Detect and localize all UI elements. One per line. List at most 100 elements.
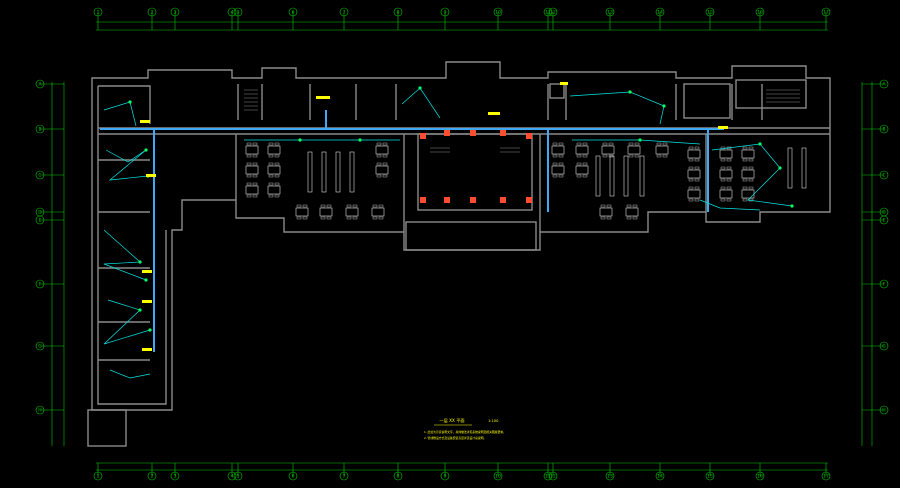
chair [742,146,748,150]
column-axis-bubble [821,7,831,17]
row-axis-label: D [882,210,886,216]
column-axis-bubble [548,7,558,17]
column-axis-label: 17 [823,474,829,480]
column-axis-bubble [440,471,450,481]
column-axis-bubble [440,7,450,17]
row-axis-label: F [39,282,42,288]
chair [662,154,668,158]
chair [608,142,614,146]
chair [748,146,754,150]
column-axis-bubble [227,471,237,481]
row-axis-bubble [879,405,889,415]
column-axis-bubble [821,471,831,481]
column-axis-label: 11 [545,474,551,480]
chair [742,158,748,162]
serving-counter [595,155,601,197]
row-axis-bubble [35,279,45,289]
chair [748,178,754,182]
chair [246,182,252,186]
chair [552,142,558,146]
column-axis-bubble [339,471,349,481]
column-axis-label: 9 [444,10,447,16]
chair [576,162,582,166]
row-axis-bubble [35,341,45,351]
chair [606,204,612,208]
column-axis-label: 12 [550,474,556,480]
column-axis-label: 16 [757,10,763,16]
column-axis-label: 3 [174,474,177,480]
chair [252,142,258,146]
chair [302,204,308,208]
column-axis-bubble [93,7,103,17]
chair [600,216,606,220]
chair [378,204,384,208]
column-axis-bubble [493,7,503,17]
chair [602,142,608,146]
serving-counter [639,155,645,197]
row-axis-bubble [879,215,889,225]
dining-table [719,189,733,199]
chair [694,198,700,202]
chair [246,162,252,166]
column-axis-label: 17 [823,10,829,16]
dining-table [345,207,359,217]
column-axis-label: 5 [237,10,240,16]
chair [742,178,748,182]
serving-counter [307,151,313,193]
chair [694,166,700,170]
serving-counter [321,151,327,193]
chair [576,174,582,178]
chair [726,178,732,182]
column-axis-bubble [288,7,298,17]
row-axis-label: B [882,127,885,133]
column-axis-label: 16 [757,474,763,480]
chair [382,174,388,178]
chair [252,154,258,158]
column-axis-bubble [755,7,765,17]
chair [252,182,258,186]
column-axis-label: 6 [292,474,295,480]
row-axis-label: C [38,173,41,179]
drawing-title: 一层 XX 平面 [439,418,464,424]
column-axis-label: 4 [231,10,234,16]
serving-counter [349,151,355,193]
drawing-note-2: 2. 管线敷设方式及设备安装高度详见设计总说明。 [424,436,486,440]
chair [600,204,606,208]
chair [252,194,258,198]
column-axis-label: 5 [237,474,240,480]
chair [720,158,726,162]
chair [274,194,280,198]
row-axis-bubble [879,79,889,89]
chair [352,204,358,208]
column-axis-bubble [543,471,553,481]
chair [634,142,640,146]
dining-table [719,149,733,159]
drawing-note-1: 1. 此处为示意说明文字，具体做法详见系统说明及相关图集要求。 [424,430,506,434]
column-axis-label: 4 [231,474,234,480]
chair [382,154,388,158]
chair [246,154,252,158]
column-axis-label: 8 [397,10,400,16]
row-axis-bubble [879,124,889,134]
column-axis-bubble [233,7,243,17]
chair [742,166,748,170]
chair [656,154,662,158]
chair [326,216,332,220]
chair [688,158,694,162]
chair [296,216,302,220]
column-axis-label: 1 [97,10,100,16]
column-axis-label: 2 [151,10,154,16]
chair [582,174,588,178]
dining-table [741,169,755,179]
chair [634,154,640,158]
chair [726,166,732,170]
chair [602,154,608,158]
chair [268,142,274,146]
column-axis-bubble [227,7,237,17]
column-axis-bubble [493,471,503,481]
chair [246,194,252,198]
column-grid-axes: 1122334455667788991010111112121313141415… [93,7,831,481]
